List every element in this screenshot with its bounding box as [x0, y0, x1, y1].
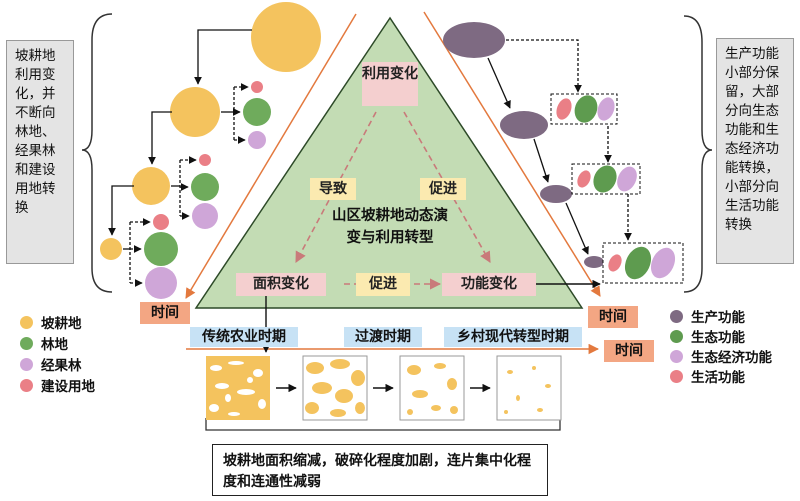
time-label-left: 时间	[140, 302, 190, 324]
map-3	[399, 355, 465, 421]
legend-dot	[20, 378, 33, 392]
legend-living: 生活功能	[670, 366, 745, 386]
right-time-axis	[423, 11, 601, 297]
legend-slope-farmland: 坡耕地	[20, 312, 82, 332]
legend-dot	[670, 309, 683, 323]
legend-eco-economy: 生态经济功能	[670, 346, 772, 366]
summary-brace	[205, 418, 561, 431]
legend-dot	[20, 336, 33, 350]
legend-orchard: 经果林	[20, 354, 82, 374]
left-arrows	[108, 29, 252, 287]
period-transition: 过渡时期	[344, 327, 422, 347]
left-time-axis	[185, 13, 357, 299]
label-promote-bottom: 促进	[356, 273, 410, 296]
legend-dot	[20, 315, 33, 329]
triangle-center-title: 山区坡耕地动态演变与利用转型	[332, 208, 448, 246]
map-2	[302, 355, 368, 421]
label-area-change: 面积变化	[236, 273, 326, 296]
map-1	[206, 356, 270, 420]
period-modern: 乡村现代转型时期	[444, 327, 582, 347]
summary-box: 坡耕地面积缩减，破碎化程度加剧，连片集中化程度和连通性减弱	[212, 444, 548, 496]
map-4	[496, 355, 562, 421]
function-box-2	[571, 163, 641, 195]
legend-construction: 建设用地	[20, 375, 95, 395]
left-note: 坡耕地利用变化，并不断向林地、经果林和建设用地转换	[6, 40, 74, 264]
legend-ecology: 生态功能	[670, 326, 745, 346]
function-box-1	[550, 93, 618, 125]
central-triangle	[194, 16, 584, 309]
right-brace	[683, 15, 713, 293]
legend-dot	[670, 329, 683, 343]
legend-dot	[20, 357, 33, 371]
legend-forest: 林地	[20, 333, 68, 353]
time-label-right: 时间	[588, 306, 638, 328]
function-box-3	[602, 242, 684, 284]
right-arrows	[487, 39, 632, 255]
time-label-bottom: 时间	[604, 340, 654, 362]
label-cause: 导致	[310, 178, 356, 200]
label-promote-right: 促进	[420, 178, 466, 200]
left-brace	[81, 13, 113, 293]
period-traditional: 传统农业时期	[190, 327, 298, 347]
legend-dot	[670, 369, 683, 383]
label-function-change: 功能变化	[442, 273, 536, 296]
left-circle-group	[100, 2, 321, 299]
label-usage-change: 利用变化	[362, 62, 418, 106]
dash-top-to-right	[403, 111, 491, 263]
right-note: 生产功能小部分保留，大部分向生态功能和生态经济功能转换，小部分向生活功能转换	[716, 38, 794, 264]
legend-production: 生产功能	[670, 306, 745, 326]
legend-dot	[670, 349, 683, 363]
right-ellipse-group	[443, 22, 604, 268]
